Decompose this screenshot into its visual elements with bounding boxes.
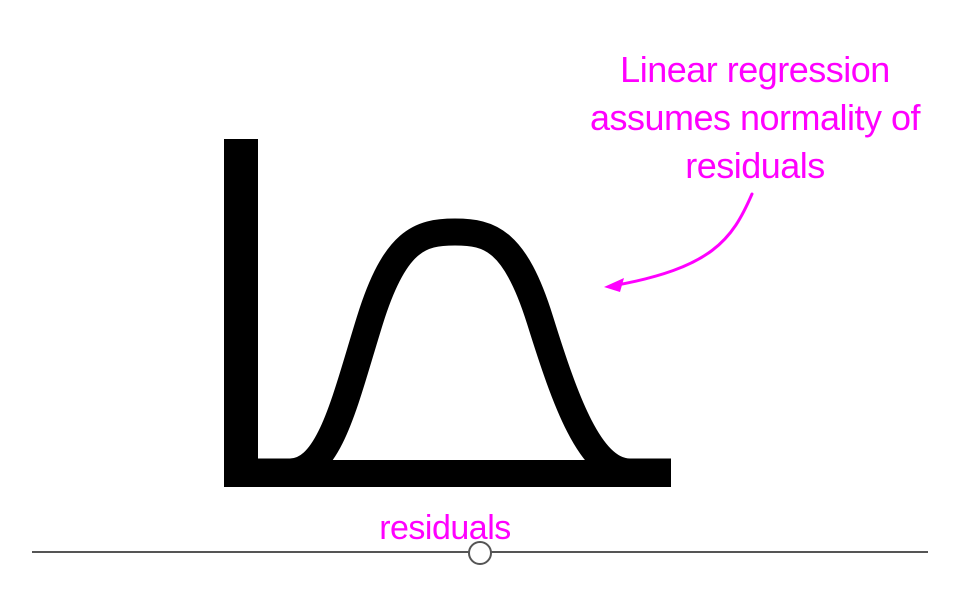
y-axis-line: [224, 139, 258, 487]
annotation-line-2: assumes normality of: [589, 97, 921, 138]
annotation-text: Linear regression assumes normality of r…: [560, 46, 950, 190]
annotation-line-3: residuals: [685, 145, 825, 186]
annotation-arrow: [610, 192, 754, 288]
x-axis-label: residuals: [379, 509, 511, 547]
annotation-arrowhead: [604, 278, 624, 292]
slider-handle[interactable]: [468, 541, 492, 565]
annotation-line-1: Linear regression: [620, 49, 890, 90]
bell-curve: [258, 218, 671, 486]
